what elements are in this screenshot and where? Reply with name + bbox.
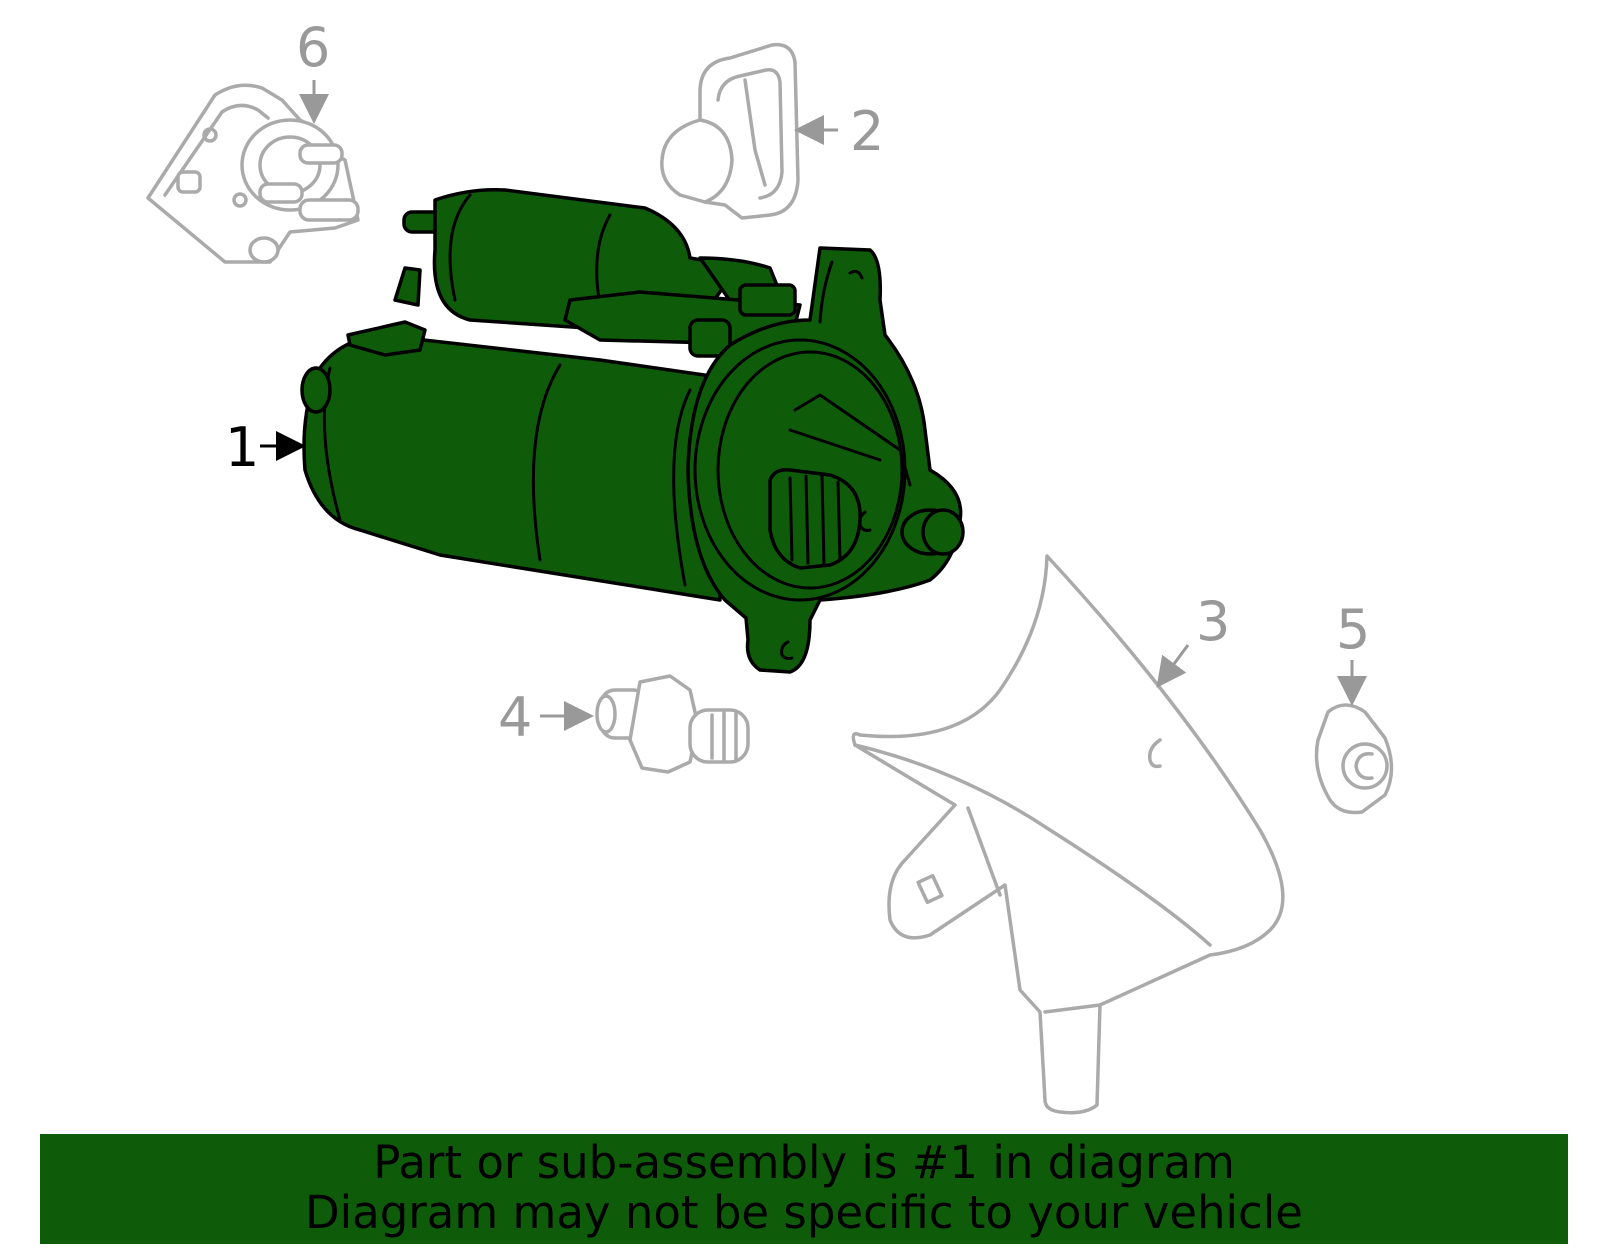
callout-5[interactable]: 5	[1336, 598, 1370, 661]
callout-4[interactable]: 4	[498, 686, 532, 749]
callout-6[interactable]: 6	[296, 16, 330, 79]
callout-1[interactable]: 1	[225, 416, 259, 479]
callout-2[interactable]: 2	[850, 100, 884, 163]
part-2-cover[interactable]	[660, 42, 800, 220]
arrow-3	[1156, 644, 1190, 688]
callout-3[interactable]: 3	[1196, 590, 1230, 653]
part-3-heat-shield[interactable]	[851, 554, 1285, 1115]
part-6-solenoid[interactable]	[146, 83, 360, 264]
banner-line-2: Diagram may not be specific to your vehi…	[305, 1186, 1303, 1239]
part-5-nut[interactable]	[1314, 703, 1394, 815]
part-1-starter-motor[interactable]	[300, 187, 965, 674]
info-banner: Part or sub-assembly is #1 in diagram Di…	[40, 1134, 1568, 1244]
part-4-stud-bolt[interactable]	[595, 674, 750, 774]
banner-line-1: Part or sub-assembly is #1 in diagram	[373, 1136, 1235, 1189]
